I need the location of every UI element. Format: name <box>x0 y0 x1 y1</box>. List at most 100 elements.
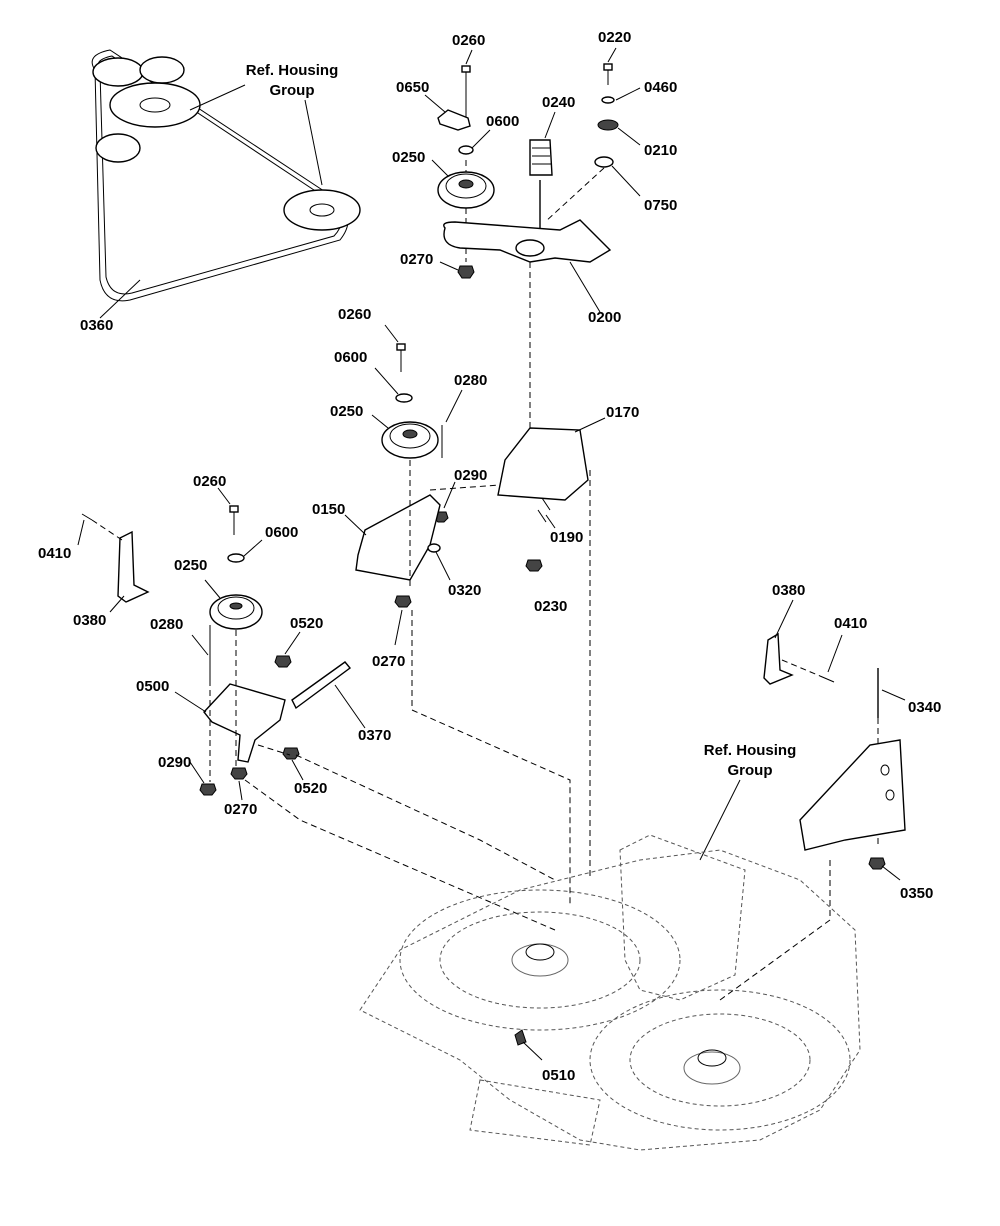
leader-0280-mid <box>445 389 463 423</box>
label-0210: 0210 <box>644 142 677 159</box>
axis-mid-deck <box>411 709 571 905</box>
label-0250: 0250 <box>392 149 425 166</box>
label-0600: 0600 <box>486 113 519 130</box>
leader-0150 <box>344 514 367 536</box>
label-0510: 0510 <box>542 1067 575 1084</box>
leader-0360 <box>99 279 141 319</box>
pulley-0250-left <box>209 594 263 630</box>
pulley-large-hub <box>139 97 171 113</box>
label-0230: 0230 <box>534 598 567 615</box>
leader-0270-left <box>238 780 243 801</box>
bolt-0510 <box>514 1029 527 1046</box>
label-0270: 0270 <box>400 251 433 268</box>
leader-0410-left <box>77 519 85 546</box>
belt-assembly <box>91 49 361 319</box>
leader-0290-mid <box>443 481 456 509</box>
label-0460: 0460 <box>644 79 677 96</box>
bracket-0150 <box>355 494 441 581</box>
bracket-0380-right <box>763 632 794 685</box>
label-0370: 0370 <box>358 727 391 744</box>
nut-0230 <box>525 559 543 572</box>
pulley-0250-top-rim <box>445 173 487 199</box>
leader-0460 <box>615 87 641 101</box>
spacer-0750 <box>594 156 614 168</box>
ref-housing-deck-line1: Ref. Housing <box>704 742 797 759</box>
screw-0190-b <box>537 509 547 523</box>
ref-housing-deck-line2: Group <box>728 762 773 779</box>
label-0280: 0280 <box>454 372 487 389</box>
screw-0410-right <box>819 675 835 683</box>
label-0190: 0190 <box>550 529 583 546</box>
label-0520: 0520 <box>294 780 327 797</box>
leader-0170 <box>574 417 606 433</box>
label-0260: 0260 <box>452 32 485 49</box>
leader-0260-left <box>217 487 231 505</box>
label-0260: 0260 <box>338 306 371 323</box>
deck-front-plate <box>469 1079 601 1146</box>
label-0410: 0410 <box>38 545 71 562</box>
label-0360: 0360 <box>80 317 113 334</box>
label-0350: 0350 <box>900 885 933 902</box>
labels: Ref. Housing Group Ref. Housing Group 02… <box>38 29 941 1084</box>
leader-0650 <box>424 94 446 113</box>
washer-0320 <box>427 543 441 553</box>
bracket-0650 <box>437 109 471 131</box>
label-0380: 0380 <box>73 612 106 629</box>
label-0250: 0250 <box>174 557 207 574</box>
label-0650: 0650 <box>396 79 429 96</box>
leader-0500 <box>174 691 207 713</box>
leader-0220 <box>607 47 617 63</box>
leader-0520-top <box>284 631 301 655</box>
leader-0270-mid <box>394 609 403 646</box>
leader-0210 <box>617 127 641 146</box>
leader-0340 <box>881 689 906 701</box>
idler-arm-boss <box>515 239 545 257</box>
leader-ref-belt-1 <box>189 84 246 111</box>
pulley-0250-left-rim <box>217 596 255 620</box>
pulley-0250-mid <box>381 421 439 459</box>
leader-ref-deck <box>699 779 741 861</box>
leader-0370 <box>334 684 366 729</box>
axis-left-deck <box>244 779 556 931</box>
leader-0380-right <box>774 599 794 639</box>
label-0750: 0750 <box>644 197 677 214</box>
leader-0600-left <box>243 539 263 557</box>
leader-0510 <box>522 1041 543 1061</box>
pulley-right-hub <box>309 203 335 217</box>
nut-0520-top <box>274 655 292 668</box>
label-0250: 0250 <box>330 403 363 420</box>
bolt-head-0260-top <box>461 65 471 73</box>
pulley-0250-top-hub <box>458 179 474 189</box>
pulley-0250-left-hub <box>229 602 243 610</box>
label-0410: 0410 <box>834 615 867 632</box>
washer-0210 <box>597 119 619 131</box>
ref-housing-belt-line2: Group <box>270 82 315 99</box>
spindle-left-top <box>525 943 555 961</box>
label-0270: 0270 <box>372 653 405 670</box>
bolt-head-0260-left <box>229 505 239 513</box>
washer-0460 <box>601 96 615 104</box>
pulley-0250-mid-hub <box>402 429 418 439</box>
nut-0520-bottom <box>282 747 300 760</box>
pulley-top-left <box>92 57 144 87</box>
label-0600: 0600 <box>265 524 298 541</box>
label-0320: 0320 <box>448 582 481 599</box>
leader-0260-mid <box>384 324 399 343</box>
label-0200: 0200 <box>588 309 621 326</box>
label-0600: 0600 <box>334 349 367 366</box>
screw-0410-left <box>81 513 93 521</box>
leader-0260-top <box>465 49 473 65</box>
label-0170: 0170 <box>606 404 639 421</box>
housing-hole-2 <box>885 789 895 801</box>
leader-0280-left <box>191 634 209 656</box>
label-0220: 0220 <box>598 29 631 46</box>
washer-0600-mid <box>395 393 413 403</box>
spindle-right-top <box>697 1049 727 1067</box>
pulley-0250-top <box>437 171 495 209</box>
nut-0270-left <box>230 767 248 780</box>
bracket-0500 <box>203 683 286 763</box>
deck-left-chamber-inner <box>439 911 641 1009</box>
leader-ref-belt-2 <box>304 99 323 186</box>
